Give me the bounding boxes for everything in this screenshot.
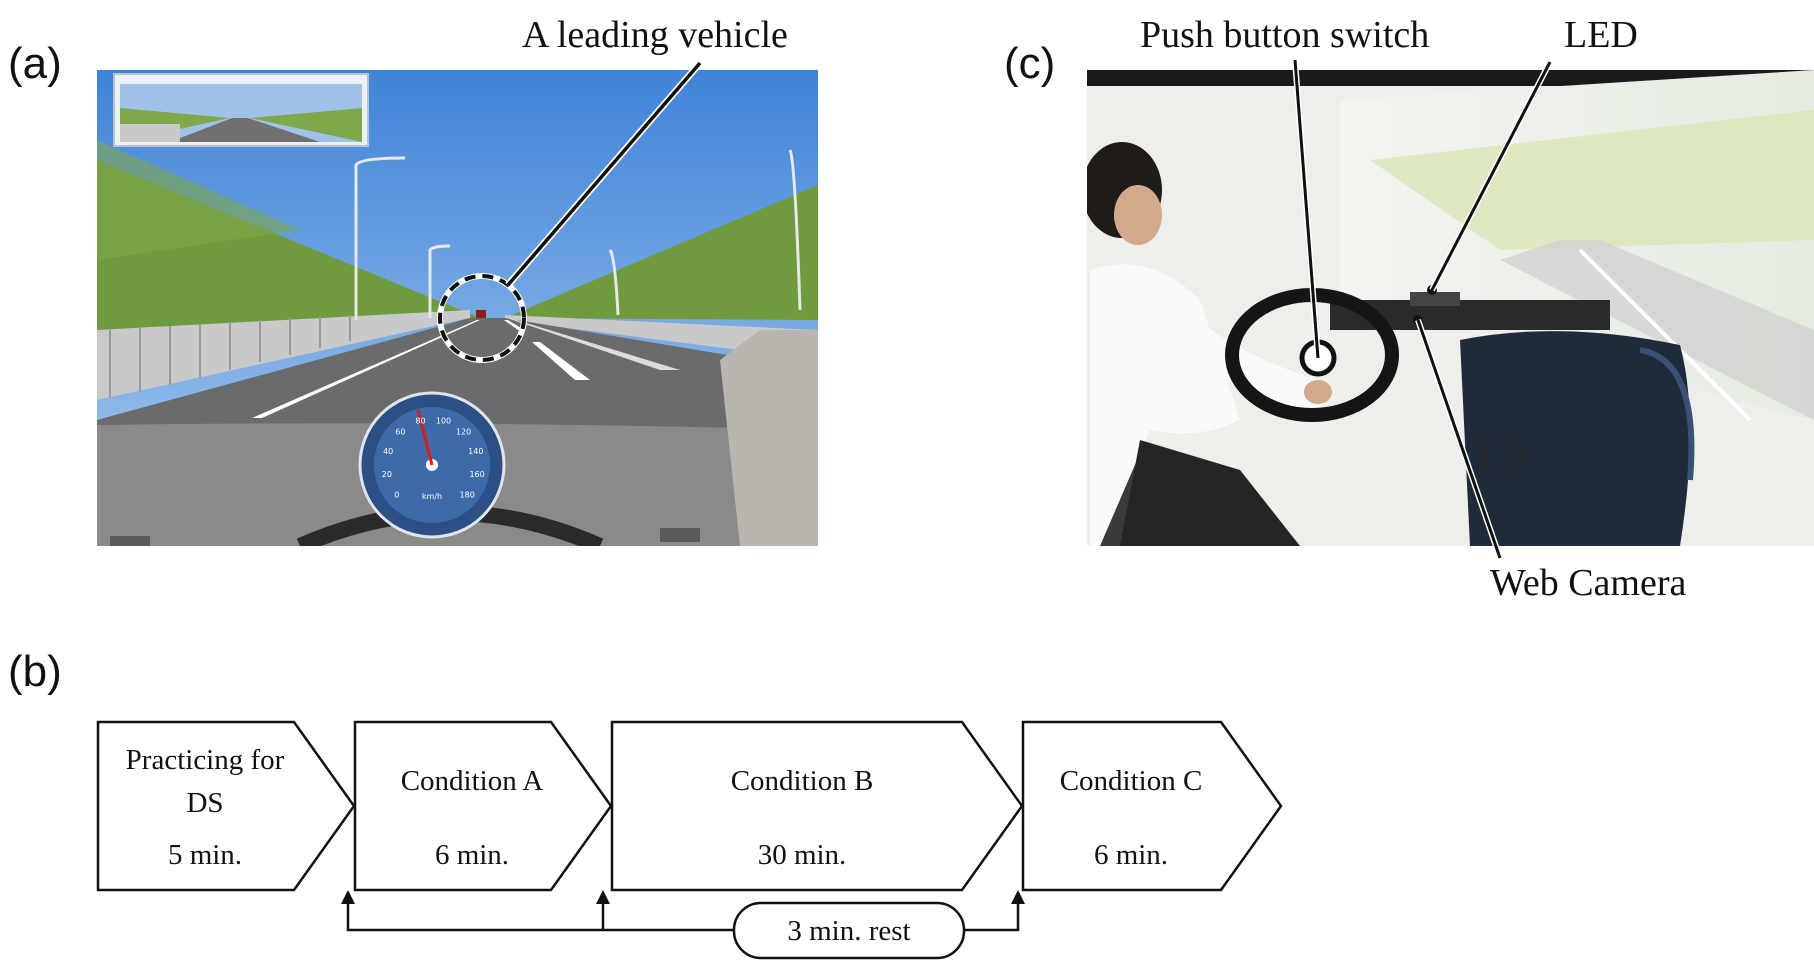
step-condition-c	[1021, 720, 1283, 892]
step-condition-a	[353, 720, 613, 892]
leading-vehicle-leader	[506, 61, 702, 287]
speedometer-tick-label: 160	[469, 470, 484, 479]
speedometer-tick-label: 120	[456, 428, 471, 437]
step-practicing-duration: 5 min.	[168, 839, 242, 871]
web-camera-label: Web Camera	[1490, 562, 1687, 604]
rest-arrow-b	[596, 890, 610, 904]
simulator-view-image: 0 20 40 60 80 100 120 140 160 180 km/h	[97, 70, 818, 546]
speedometer-tick-label: 180	[460, 491, 475, 500]
speedometer-tick-label: 80	[415, 417, 425, 426]
speedometer-tick-label: 140	[468, 447, 483, 456]
step-condition-a-title: Condition A	[401, 765, 544, 797]
step-condition-c-title: Condition C	[1060, 765, 1203, 797]
step-practicing-title-2: DS	[186, 787, 223, 819]
lane-line-right	[507, 318, 680, 370]
speedometer-tick-label: 20	[382, 470, 392, 479]
step-condition-c-duration: 6 min.	[1094, 839, 1168, 871]
led-label: LED	[1564, 14, 1638, 56]
a-pillar	[720, 330, 818, 546]
step-condition-b-title: Condition B	[731, 765, 874, 797]
speedometer: 0 20 40 60 80 100 120 140 160 180 km/h	[358, 391, 506, 539]
step-practicing	[96, 720, 356, 892]
cockpit	[1460, 331, 1690, 546]
step-practicing-title-1: Practicing for	[126, 744, 285, 776]
panel-letter-b: (b)	[8, 647, 62, 696]
rear-view-window	[113, 73, 369, 147]
step-condition-b	[610, 720, 1024, 892]
speedometer-tick-label: 40	[383, 447, 393, 456]
rest-arrow-c	[1011, 890, 1025, 904]
push-button-label: Push button switch	[1140, 14, 1430, 56]
rest-label: 3 min. rest	[787, 915, 910, 947]
simulator-photo: ED	[1087, 70, 1814, 546]
speedometer-unit: km/h	[422, 492, 442, 501]
step-condition-a-duration: 6 min.	[435, 839, 509, 871]
panel-letter-c: (c)	[1004, 39, 1056, 88]
right-hill	[505, 185, 818, 320]
rest-arrow-a	[341, 890, 355, 904]
leading-vehicle-highlight	[438, 274, 526, 362]
speedometer-tick-label: 100	[436, 417, 451, 426]
rest-arrows	[341, 890, 1025, 904]
lane-line-left	[252, 320, 480, 418]
step-condition-b-duration: 30 min.	[758, 839, 847, 871]
push-button-leader	[1293, 59, 1320, 359]
speedometer-tick-label: 60	[395, 428, 405, 437]
speedometer-needle	[416, 409, 434, 466]
panel-c-leaders	[1292, 59, 1553, 559]
timeline	[96, 720, 1283, 892]
web-camera-leader	[1416, 319, 1502, 559]
panel-letter-a: (a)	[8, 39, 62, 88]
speedometer-tick-label: 0	[394, 491, 399, 500]
led-leader	[1430, 61, 1552, 291]
leading-vehicle-label: A leading vehicle	[522, 14, 788, 56]
rest-pill	[732, 901, 966, 960]
leading-vehicle	[476, 310, 486, 318]
ed-label: ED	[1480, 436, 1528, 476]
road	[97, 318, 818, 430]
street-lamps	[354, 149, 802, 320]
guard-rail	[97, 310, 470, 400]
